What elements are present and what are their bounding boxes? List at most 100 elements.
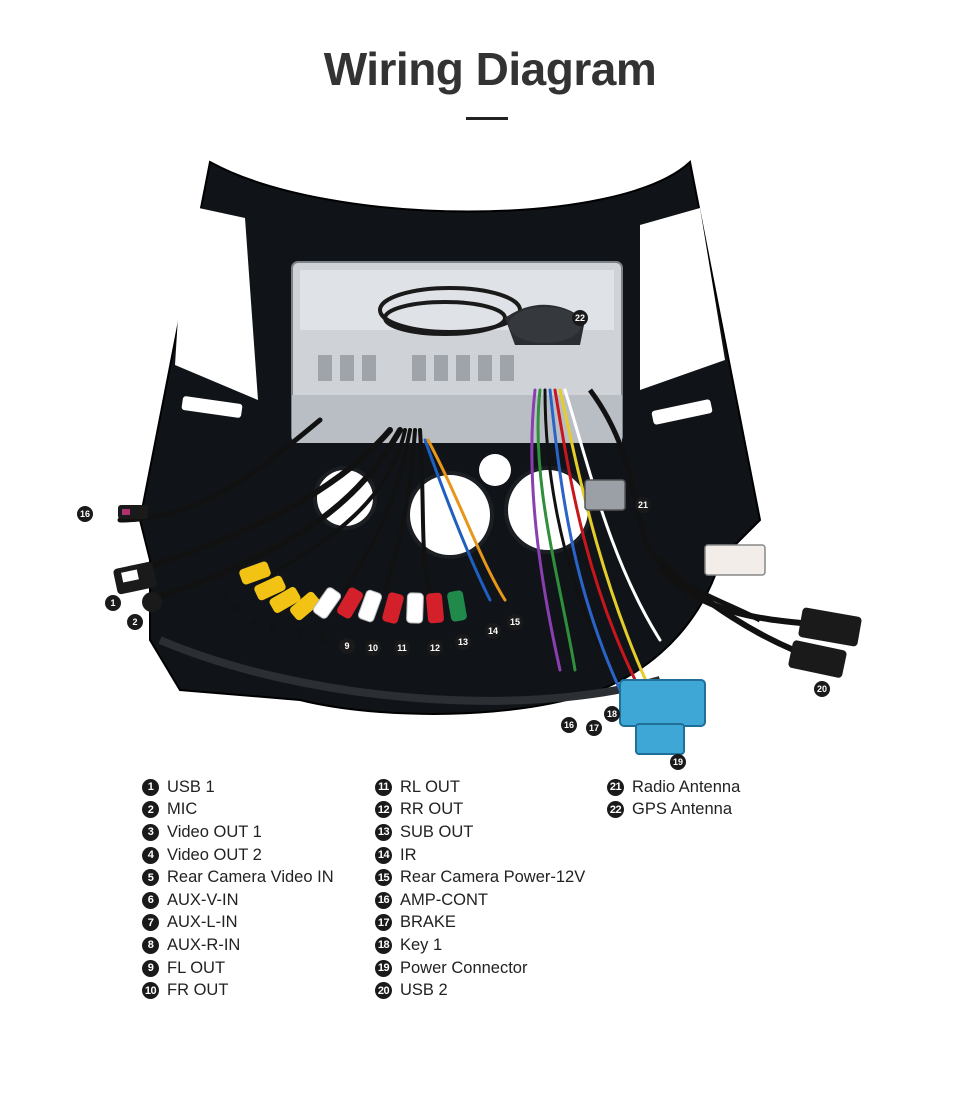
legend-number-badge: 14 xyxy=(375,846,392,864)
legend-item: 14 IR xyxy=(375,844,585,867)
legend-label: Key 1 xyxy=(400,935,443,954)
legend-number-badge: 11 xyxy=(375,778,392,796)
usb-and-mic-plugs xyxy=(113,505,862,678)
legend-item: 6 AUX-V-IN xyxy=(142,889,334,912)
legend-label: BRAKE xyxy=(400,913,456,932)
callout-22-circle xyxy=(572,310,588,326)
callout-20-circle xyxy=(814,681,830,697)
legend-item: 15 Rear Camera Power-12V xyxy=(375,866,585,889)
callout-17: 17 xyxy=(589,723,599,733)
legend-item: 9 FL OUT xyxy=(142,957,334,980)
legend-label: Video OUT 1 xyxy=(167,822,262,841)
callout-7: 7 xyxy=(297,627,304,641)
legend-number-badge: 6 xyxy=(142,891,159,909)
legend-label: RR OUT xyxy=(400,800,464,819)
gps-antenna xyxy=(378,286,585,345)
legend-item: 7 AUX-L-IN xyxy=(142,912,334,935)
harness-cables xyxy=(117,388,823,692)
callout-6: 6 xyxy=(270,622,277,636)
title-underline xyxy=(466,117,508,120)
legend-number-badge: 15 xyxy=(375,869,392,887)
legend-label: IR xyxy=(400,845,417,864)
legend-item: 11 RL OUT xyxy=(375,776,585,799)
callout-11-circle xyxy=(394,640,410,656)
legend-label: GPS Antenna xyxy=(632,800,732,819)
legend-item: 22 GPS Antenna xyxy=(607,799,740,822)
legend-number-badge: 17 xyxy=(375,914,392,932)
callout-19-circle xyxy=(670,754,686,770)
callout-16: 16 xyxy=(564,720,574,730)
legend-number-badge: 7 xyxy=(142,914,159,932)
legend-label: AMP-CONT xyxy=(400,890,488,909)
legend-item: 3 Video OUT 1 xyxy=(142,821,334,844)
legend-item: 17 BRAKE xyxy=(375,912,585,935)
legend-number-badge: 13 xyxy=(375,823,392,841)
legend-number-badge: 22 xyxy=(607,801,624,819)
callout-13: 13 xyxy=(458,637,468,647)
legend-item: 5 Rear Camera Video IN xyxy=(142,866,334,889)
callout-labels: 16 1 2 3 4 5 6 7 8 9 10 11 12 13 14 15 1… xyxy=(77,310,830,770)
callout-9: 9 xyxy=(344,641,349,651)
callout-1: 1 xyxy=(110,598,115,608)
callout-11: 11 xyxy=(397,643,407,653)
legend-number-badge: 5 xyxy=(142,869,159,887)
legend-number-badge: 2 xyxy=(142,801,159,819)
callout-19: 19 xyxy=(673,757,683,767)
legend-number-badge: 3 xyxy=(142,823,159,841)
legend-number-badge: 20 xyxy=(375,982,392,1000)
page-title: Wiring Diagram xyxy=(323,43,657,95)
callout-18: 18 xyxy=(607,709,617,719)
callout-2-circle xyxy=(127,614,143,630)
legend-number-badge: 4 xyxy=(142,846,159,864)
legend-label: AUX-V-IN xyxy=(167,890,239,909)
callout-20: 20 xyxy=(817,684,827,694)
legend-number-badge: 9 xyxy=(142,959,159,977)
callout-3: 3 xyxy=(223,586,230,600)
legend-label: MIC xyxy=(167,800,198,819)
legend-number-badge: 19 xyxy=(375,959,392,977)
callout-15: 15 xyxy=(510,617,520,627)
legend-label: FL OUT xyxy=(167,958,226,977)
legend-number-badge: 10 xyxy=(142,982,159,1000)
legend-item: 19 Power Connector xyxy=(375,957,585,980)
legend-label: RL OUT xyxy=(400,777,460,796)
legend-label: SUB OUT xyxy=(400,822,474,841)
legend-item: 10 FR OUT xyxy=(142,979,334,1002)
legend-label: AUX-L-IN xyxy=(167,913,238,932)
callout-12-circle xyxy=(427,640,443,656)
legend-item: 18 Key 1 xyxy=(375,934,585,957)
legend-item: 20 USB 2 xyxy=(375,979,585,1002)
legend-label: FR OUT xyxy=(167,981,229,1000)
power-connector xyxy=(584,479,766,755)
legend-label: Rear Camera Power-12V xyxy=(400,868,586,887)
callout-16-left-circle xyxy=(77,506,93,522)
callout-21: 21 xyxy=(638,500,648,510)
callout-18-circle xyxy=(604,706,620,722)
legend-number-badge: 8 xyxy=(142,936,159,954)
legend-number-badge: 1 xyxy=(142,778,159,796)
legend-number-badge: 18 xyxy=(375,936,392,954)
legend-label: Rear Camera Video IN xyxy=(167,868,334,887)
legend-item: 2 MIC xyxy=(142,799,334,822)
callout-14-circle xyxy=(485,623,501,639)
legend-number-badge: 21 xyxy=(607,778,624,796)
callout-5: 5 xyxy=(251,617,258,631)
callout-4: 4 xyxy=(231,602,238,616)
legend-label: Power Connector xyxy=(400,958,528,977)
legend-label: USB 2 xyxy=(400,981,448,1000)
callout-22: 22 xyxy=(575,313,585,323)
callout-14: 14 xyxy=(488,626,498,636)
callout-21-circle xyxy=(635,497,651,513)
callout-9-circle xyxy=(339,638,355,654)
callout-16-left: 16 xyxy=(80,509,90,519)
callout-2: 2 xyxy=(132,617,137,627)
